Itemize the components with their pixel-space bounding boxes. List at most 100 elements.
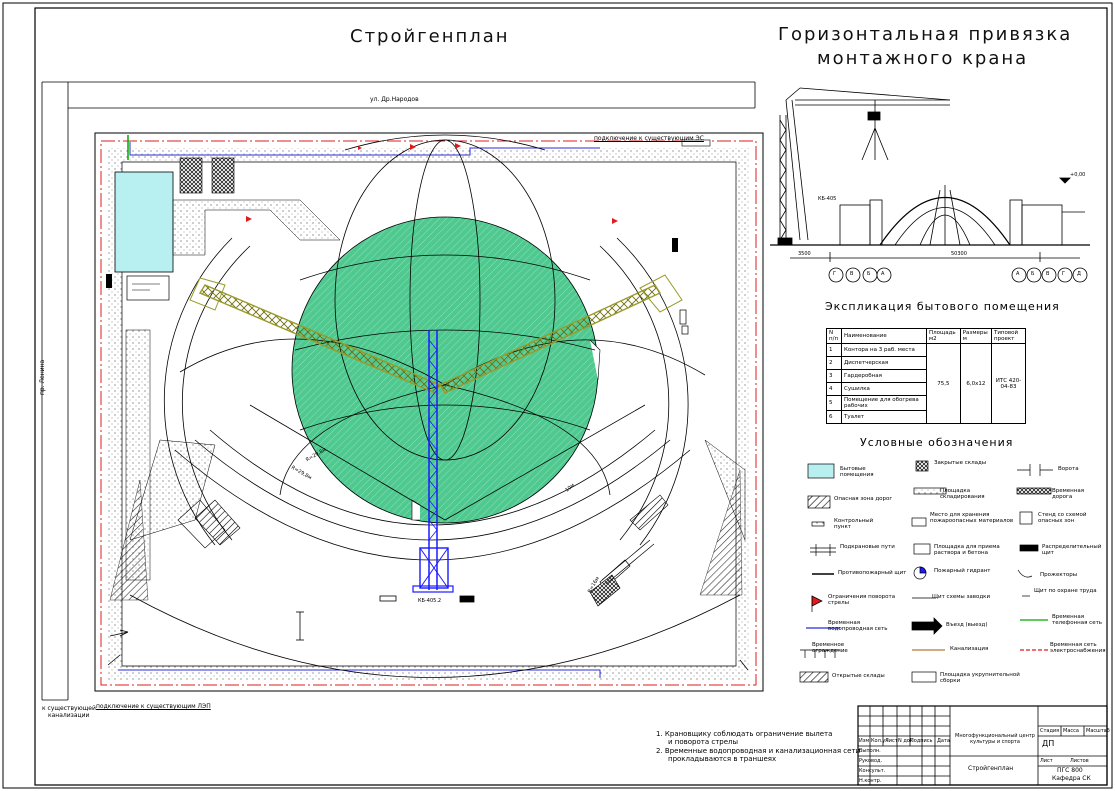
- elevation-title-line2: монтажного крана: [817, 48, 1029, 69]
- tb-role-4: Н.контр.: [859, 778, 882, 784]
- tb-sheet-1: Лист: [1040, 758, 1053, 764]
- row-name: Туалет: [841, 410, 927, 424]
- col-name: Наименование: [841, 328, 927, 344]
- axis-right-5: Д: [1077, 271, 1081, 277]
- legend-item: Щит по охране труда: [1034, 588, 1097, 594]
- dim-right: 50300: [951, 251, 967, 257]
- size-cell: 6,0х12: [959, 343, 993, 424]
- crane-label: КБ-405.2: [418, 598, 442, 604]
- tb-col-2: Кол.уч: [871, 738, 889, 744]
- tb-stage: ДП: [1042, 739, 1055, 748]
- legend-item: Контрольный пункт: [834, 518, 874, 531]
- legend-item: Распределительный щит: [1042, 544, 1102, 557]
- tb-col-4: N док: [898, 738, 913, 744]
- street-lines: [41, 81, 756, 701]
- tb-col-5: Подпись: [910, 738, 933, 744]
- tb-role-3: Консульт.: [859, 768, 886, 774]
- legend-item: Подкрановые пути: [840, 544, 895, 550]
- row-name: Помещение для обогрева рабочих: [841, 395, 927, 411]
- tb-dept: Кафедра СК: [1052, 775, 1091, 782]
- legend-item: Открытые склады: [832, 673, 885, 679]
- legend-item: Ограничения поворота стрелы: [828, 594, 896, 607]
- sewer-label-2: канализации: [48, 712, 90, 719]
- crane-mast: [412, 330, 454, 593]
- note-1: 1. Крановщику соблюдать ограничение выле…: [656, 730, 833, 738]
- axis-left-4: А: [881, 271, 885, 277]
- explication-title: Экспликация бытового помещения: [825, 300, 1060, 313]
- project-cell: ИТС 420-04-83: [991, 343, 1026, 424]
- legend-item: Площадка для приема раствора и бетона: [934, 544, 1000, 557]
- col-size: Размеры м: [959, 328, 993, 344]
- legend-item: Закрытые склады: [934, 460, 987, 466]
- tb-col-3: Лист: [885, 738, 898, 744]
- tb-col-1: Изм: [859, 738, 870, 744]
- tb-stamp-1: Стадия: [1040, 728, 1060, 734]
- col-area: Площадь м2: [926, 328, 961, 344]
- mast-label: КБ-405: [818, 196, 837, 202]
- row-name: Сушилка: [841, 382, 927, 396]
- elevation-title-line1: Горизонтальная привязка: [778, 24, 1073, 45]
- note-2b: прокладываются в траншеях: [668, 755, 777, 763]
- legend-item: Временное ограждение: [812, 642, 848, 655]
- legend-symbols: [799, 460, 1053, 683]
- legend-item: Временная дорога: [1052, 488, 1085, 501]
- title-block-grid: [857, 705, 1108, 786]
- axis-left-1: Г: [833, 271, 837, 277]
- note-2: 2. Временные водопроводная и канализацио…: [656, 747, 861, 755]
- plan-title: Стройгенплан: [350, 26, 510, 47]
- street-top-label: ул. Др.Народов: [370, 96, 419, 103]
- tb-role-2: Руковод.: [859, 758, 883, 764]
- tb-org: Многофункциональный центр культуры и спо…: [955, 733, 1035, 745]
- legend-item: Площадка укрупнительной сборки: [940, 672, 1020, 685]
- axis-right-3: В: [1046, 271, 1050, 277]
- connect-bottom-label: подключение к существующим ЛЭП: [96, 703, 211, 710]
- legend-item: Стенд со схемой опасных зон: [1038, 512, 1087, 525]
- legend-item: Временная телефонная сеть: [1052, 614, 1103, 627]
- connect-top-label: подключение к существующим ЭС: [594, 135, 704, 142]
- tb-group: ПГС 800: [1057, 767, 1083, 774]
- axis-left-3: Б: [867, 271, 871, 277]
- row-name: Диспетчерская: [841, 356, 927, 370]
- site-office: [114, 171, 174, 273]
- legend-item: Противопожарный щит: [838, 570, 907, 576]
- col-project: Типовой проект: [991, 328, 1026, 344]
- legend-item: Временная сеть электроснабжения: [1050, 642, 1106, 655]
- axis-left-2: В: [850, 271, 854, 277]
- tb-sheet-name: Стройгенплан: [968, 765, 1014, 772]
- height-label: +0,00: [1070, 172, 1086, 178]
- legend-item: Бытовые помещения: [840, 466, 874, 479]
- axis-right-1: А: [1016, 271, 1020, 277]
- col-num: N п/п: [826, 328, 842, 344]
- water-line: [129, 142, 600, 156]
- tb-stamp-2: Масса: [1063, 728, 1079, 734]
- row-num: 5: [826, 395, 842, 411]
- axis-bubbles: [828, 267, 1088, 283]
- row-num: 6: [826, 410, 842, 424]
- crane-booms: [189, 274, 683, 394]
- legend-item: Временная водопроводная сеть: [828, 620, 888, 633]
- row-num: 3: [826, 369, 842, 383]
- row-num: 4: [826, 382, 842, 396]
- tb-role-1: Выполн.: [859, 748, 881, 754]
- power-line: [100, 140, 757, 686]
- legend-item: Ворота: [1058, 466, 1079, 472]
- legend-item: Канализация: [950, 646, 989, 652]
- legend-item: Площадка складирования: [940, 488, 985, 501]
- legend-item: Щит схемы заводки: [932, 594, 991, 600]
- tb-col-6: Дата: [937, 738, 950, 744]
- tb-stamp-3: Масштаб: [1086, 728, 1110, 734]
- row-name: Гардеробная: [841, 369, 927, 383]
- note-1b: и поворота стрелы: [668, 738, 739, 746]
- legend-item: Место для хранения пожароопасных материа…: [930, 512, 1014, 525]
- row-num: 2: [826, 356, 842, 370]
- sewer-label-1: к существующей: [42, 705, 96, 712]
- row-name: Контора на 3 раб. места: [841, 343, 927, 357]
- legend-item: Опасная зона дорог: [834, 496, 893, 502]
- street-left-label: пр. Ленина: [39, 359, 46, 395]
- dim-left: 3500: [798, 251, 811, 257]
- tb-sheet-2: Листов: [1070, 758, 1089, 764]
- elevation-view: [770, 87, 1090, 262]
- legend-item: Пожарный гидрант: [934, 568, 991, 574]
- area-cell: 75,5: [926, 343, 961, 424]
